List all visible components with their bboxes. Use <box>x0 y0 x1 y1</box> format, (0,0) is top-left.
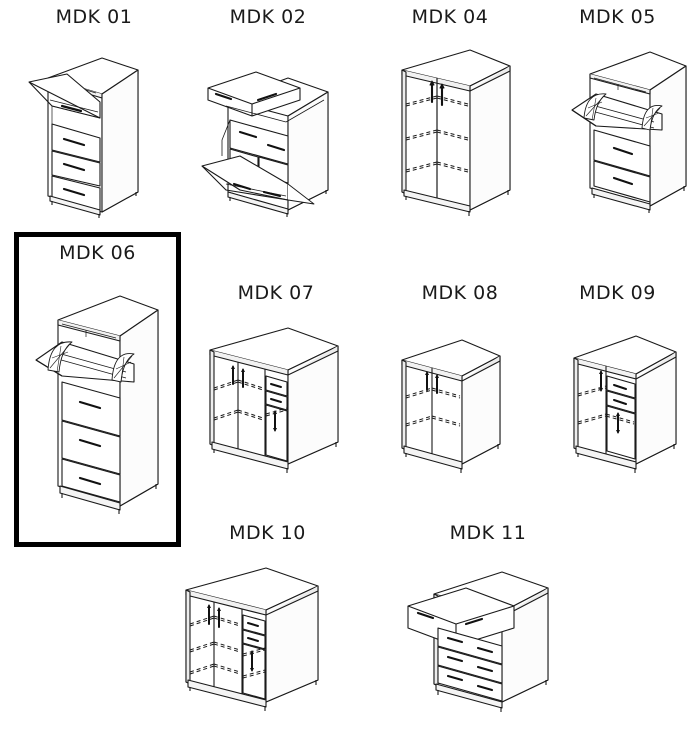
product-label-mdk08: MDK 08 <box>421 282 499 304</box>
product-drawing-mdk11 <box>404 556 564 721</box>
product-label-mdk10: MDK 10 <box>229 522 306 544</box>
product-label-mdk05: MDK 05 <box>579 6 656 28</box>
product-label-mdk09: MDK 09 <box>579 282 656 304</box>
product-label-mdk04: MDK 04 <box>411 6 489 28</box>
product-label-mdk11: MDK 11 <box>449 522 527 544</box>
product-label-mdk01: MDK 01 <box>55 6 133 28</box>
selected-product-highlight <box>14 232 181 547</box>
product-drawing-mdk08 <box>396 326 508 484</box>
product-drawing-mdk04 <box>394 40 519 226</box>
product-drawing-mdk02 <box>196 44 336 224</box>
product-drawing-mdk05 <box>566 36 694 228</box>
product-drawing-mdk06 <box>28 278 168 536</box>
product-label-mdk06: MDK 06 <box>59 242 136 264</box>
product-drawing-mdk09 <box>566 322 686 484</box>
product-drawing-mdk01 <box>26 44 146 224</box>
product-drawing-mdk10 <box>178 560 326 720</box>
product-label-mdk02: MDK 02 <box>229 6 307 28</box>
product-drawing-mdk07 <box>204 320 344 485</box>
product-label-mdk07: MDK 07 <box>237 282 315 304</box>
